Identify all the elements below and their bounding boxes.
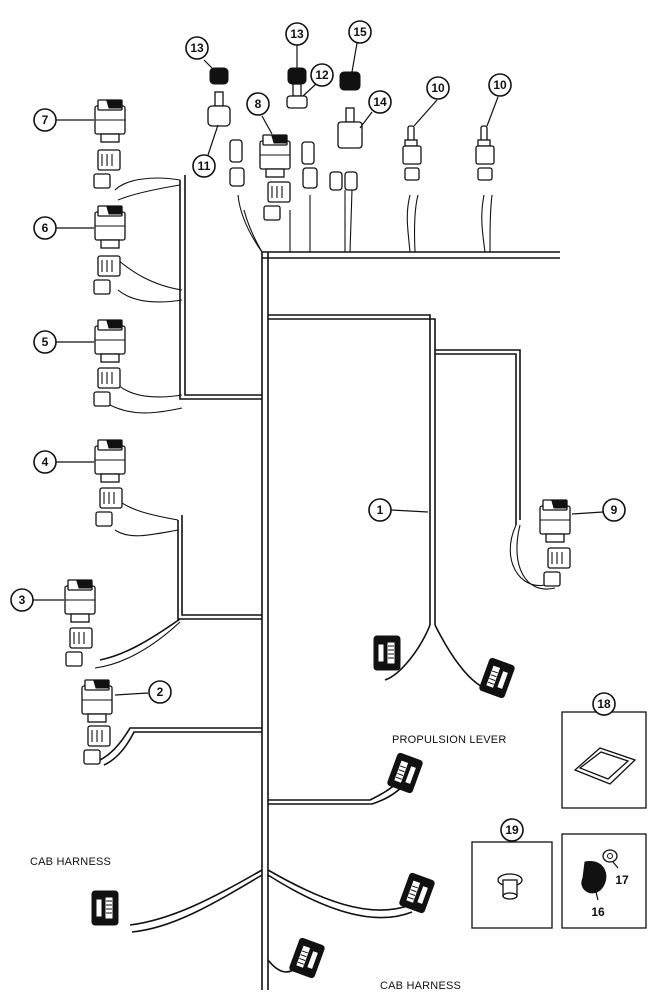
callout-17: 17 [612, 861, 629, 887]
callout-16: 16 [591, 891, 605, 919]
cap-13-mid [287, 67, 307, 85]
rocker-switch-9 [539, 499, 571, 543]
callout-9-number: 9 [611, 503, 618, 517]
connector-6 [93, 255, 121, 295]
callout-9: 9 [571, 498, 626, 522]
callout-10-right-number: 10 [493, 78, 507, 92]
rocker-switch-6 [94, 205, 126, 249]
rocker-switch-7 [94, 99, 126, 143]
callout-3: 3 [10, 588, 64, 612]
propulsion-connector-right [478, 657, 516, 699]
cap-15 [339, 71, 361, 91]
rocker-switch-3 [64, 579, 96, 623]
callout-12: 12 [302, 63, 334, 97]
top-branches [237, 189, 493, 253]
connector-5 [93, 367, 121, 407]
connector-8 [263, 181, 291, 221]
cab-harness-left-label: CAB HARNESS [30, 856, 112, 868]
item-16-17-box [561, 833, 647, 929]
callout-19-number: 19 [505, 823, 519, 837]
left-upper-branch [109, 175, 262, 414]
connector-4 [95, 487, 123, 527]
knob-12 [286, 83, 318, 189]
callout-8: 8 [246, 92, 273, 135]
connector-3 [65, 627, 93, 667]
callout-11-number: 11 [198, 159, 211, 173]
callout-5-number: 5 [42, 335, 49, 349]
callout-18: 18 [592, 692, 616, 716]
item-19-box [471, 841, 553, 929]
propulsion-branch [268, 314, 556, 691]
callout-10-left: 10 [413, 76, 450, 127]
callout-2: 2 [114, 680, 172, 704]
connector-2 [83, 725, 111, 765]
item-18-box [561, 711, 647, 809]
callout-16-number: 16 [591, 905, 605, 919]
connector-9 [543, 547, 571, 587]
callout-19: 19 [500, 818, 524, 842]
callout-3-number: 3 [19, 593, 26, 607]
propulsion-connector-left [373, 635, 401, 671]
left-mid-branch [94, 499, 262, 669]
rocker-switch-4 [94, 439, 126, 483]
rocker-switch-2 [81, 679, 113, 723]
callout-4: 4 [33, 450, 94, 474]
callout-7-number: 7 [42, 113, 49, 127]
callout-7: 7 [33, 108, 94, 132]
switch-14 [329, 107, 363, 191]
callout-6: 6 [33, 216, 94, 240]
callout-10-right: 10 [486, 73, 512, 127]
callout-14: 14 [359, 90, 392, 129]
toggle-switch-10-right [475, 125, 495, 181]
callout-8-number: 8 [255, 97, 262, 111]
cab-harness-connector-left [91, 890, 119, 926]
callout-12-number: 12 [315, 68, 329, 82]
connector-7 [93, 149, 121, 189]
knob-11 [207, 91, 245, 187]
callout-15: 15 [348, 20, 372, 73]
callout-4-number: 4 [42, 455, 49, 469]
callout-1-number: 1 [377, 503, 384, 517]
callout-13-left: 13 [185, 36, 213, 69]
rocker-switch-8 [259, 134, 291, 178]
callout-2-number: 2 [157, 685, 164, 699]
callout-11: 11 [192, 124, 219, 178]
callout-6-number: 6 [42, 221, 49, 235]
callout-1: 1 [368, 498, 429, 522]
cab-harness-connector-bottom [288, 937, 326, 979]
callout-18-number: 18 [597, 697, 611, 711]
rocker-switch-5 [94, 319, 126, 363]
callout-13-mid: 13 [285, 22, 309, 68]
lower-right-branches [129, 779, 413, 973]
cap-13-left [209, 67, 229, 85]
left-lower-branch [99, 727, 262, 766]
toggle-switch-10-left [402, 125, 422, 181]
cab-harness-bottom-label: CAB HARNESS [380, 980, 462, 992]
propulsion-lever-label: PROPULSION LEVER [392, 734, 507, 746]
callout-5: 5 [33, 330, 94, 354]
callout-10-left-number: 10 [431, 81, 445, 95]
callout-15-number: 15 [353, 25, 367, 39]
callout-17-number: 17 [615, 873, 629, 887]
callout-13-mid-number: 13 [290, 27, 304, 41]
callout-13-left-number: 13 [190, 41, 204, 55]
callout-14-number: 14 [373, 95, 387, 109]
main-harness-trunk [261, 251, 560, 990]
